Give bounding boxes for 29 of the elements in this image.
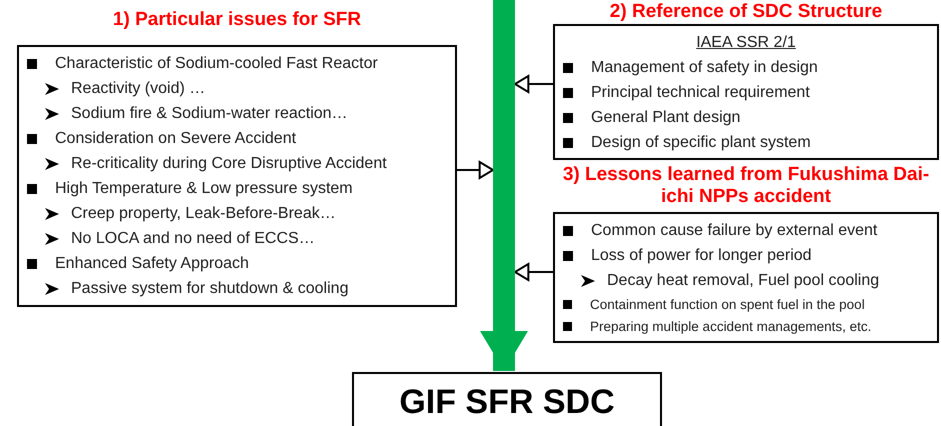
section-heading: 1) Particular issues for SFR bbox=[112, 9, 362, 31]
bullet-text: Characteristic of Sodium-cooled Fast Reactor bbox=[55, 54, 378, 72]
bullet-text: Principal technical requirement bbox=[591, 84, 810, 102]
bullet-text: Containment function on spent fuel in the pool bbox=[590, 296, 865, 312]
block-arrow bbox=[480, 331, 528, 371]
section-heading: 2) Reference of SDC Structure bbox=[608, 1, 884, 23]
bullet-text: Decay heat removal, Fuel pool cooling bbox=[607, 272, 880, 290]
standard-title: IAEA SSR 2/1 bbox=[696, 34, 796, 52]
bullet-text: No LOCA and no need of ECCS… bbox=[71, 230, 315, 248]
bullet-text: High Temperature & Low pressure system bbox=[55, 180, 353, 198]
hollow-arrow bbox=[457, 161, 494, 179]
hollow-arrow bbox=[514, 75, 553, 93]
section-heading: 3) Lessons learned from Fukushima Dai-ichi NPPs accident bbox=[562, 164, 930, 208]
bullet-text: Creep property, Leak-Before-Break… bbox=[71, 204, 336, 222]
bullet-text: Reactivity (void) … bbox=[71, 80, 206, 98]
bullet-text: Re-criticality during Core Disruptive Accident bbox=[71, 154, 387, 172]
bullet-text: Passive system for shutdown & cooling bbox=[71, 280, 348, 298]
bullet-text: Preparing multiple accident managements, etc. bbox=[590, 318, 872, 334]
bullet-text: Loss of power for longer period bbox=[591, 246, 812, 264]
hollow-arrow bbox=[514, 263, 553, 281]
bullet-text: Design of specific plant system bbox=[591, 134, 811, 152]
bullet-text: Sodium fire & Sodium-water reaction… bbox=[71, 104, 348, 122]
result-box: GIF SFR SDC bbox=[352, 372, 662, 426]
bullet-text: Consideration on Severe Accident bbox=[55, 130, 296, 148]
bullet-text: Common cause failure by external event bbox=[591, 222, 878, 240]
vertical-bar bbox=[493, 0, 515, 333]
bullet-text: General Plant design bbox=[591, 108, 740, 126]
bullet-text: Management of safety in design bbox=[591, 58, 818, 76]
bullet-text: Enhanced Safety Approach bbox=[55, 254, 249, 272]
